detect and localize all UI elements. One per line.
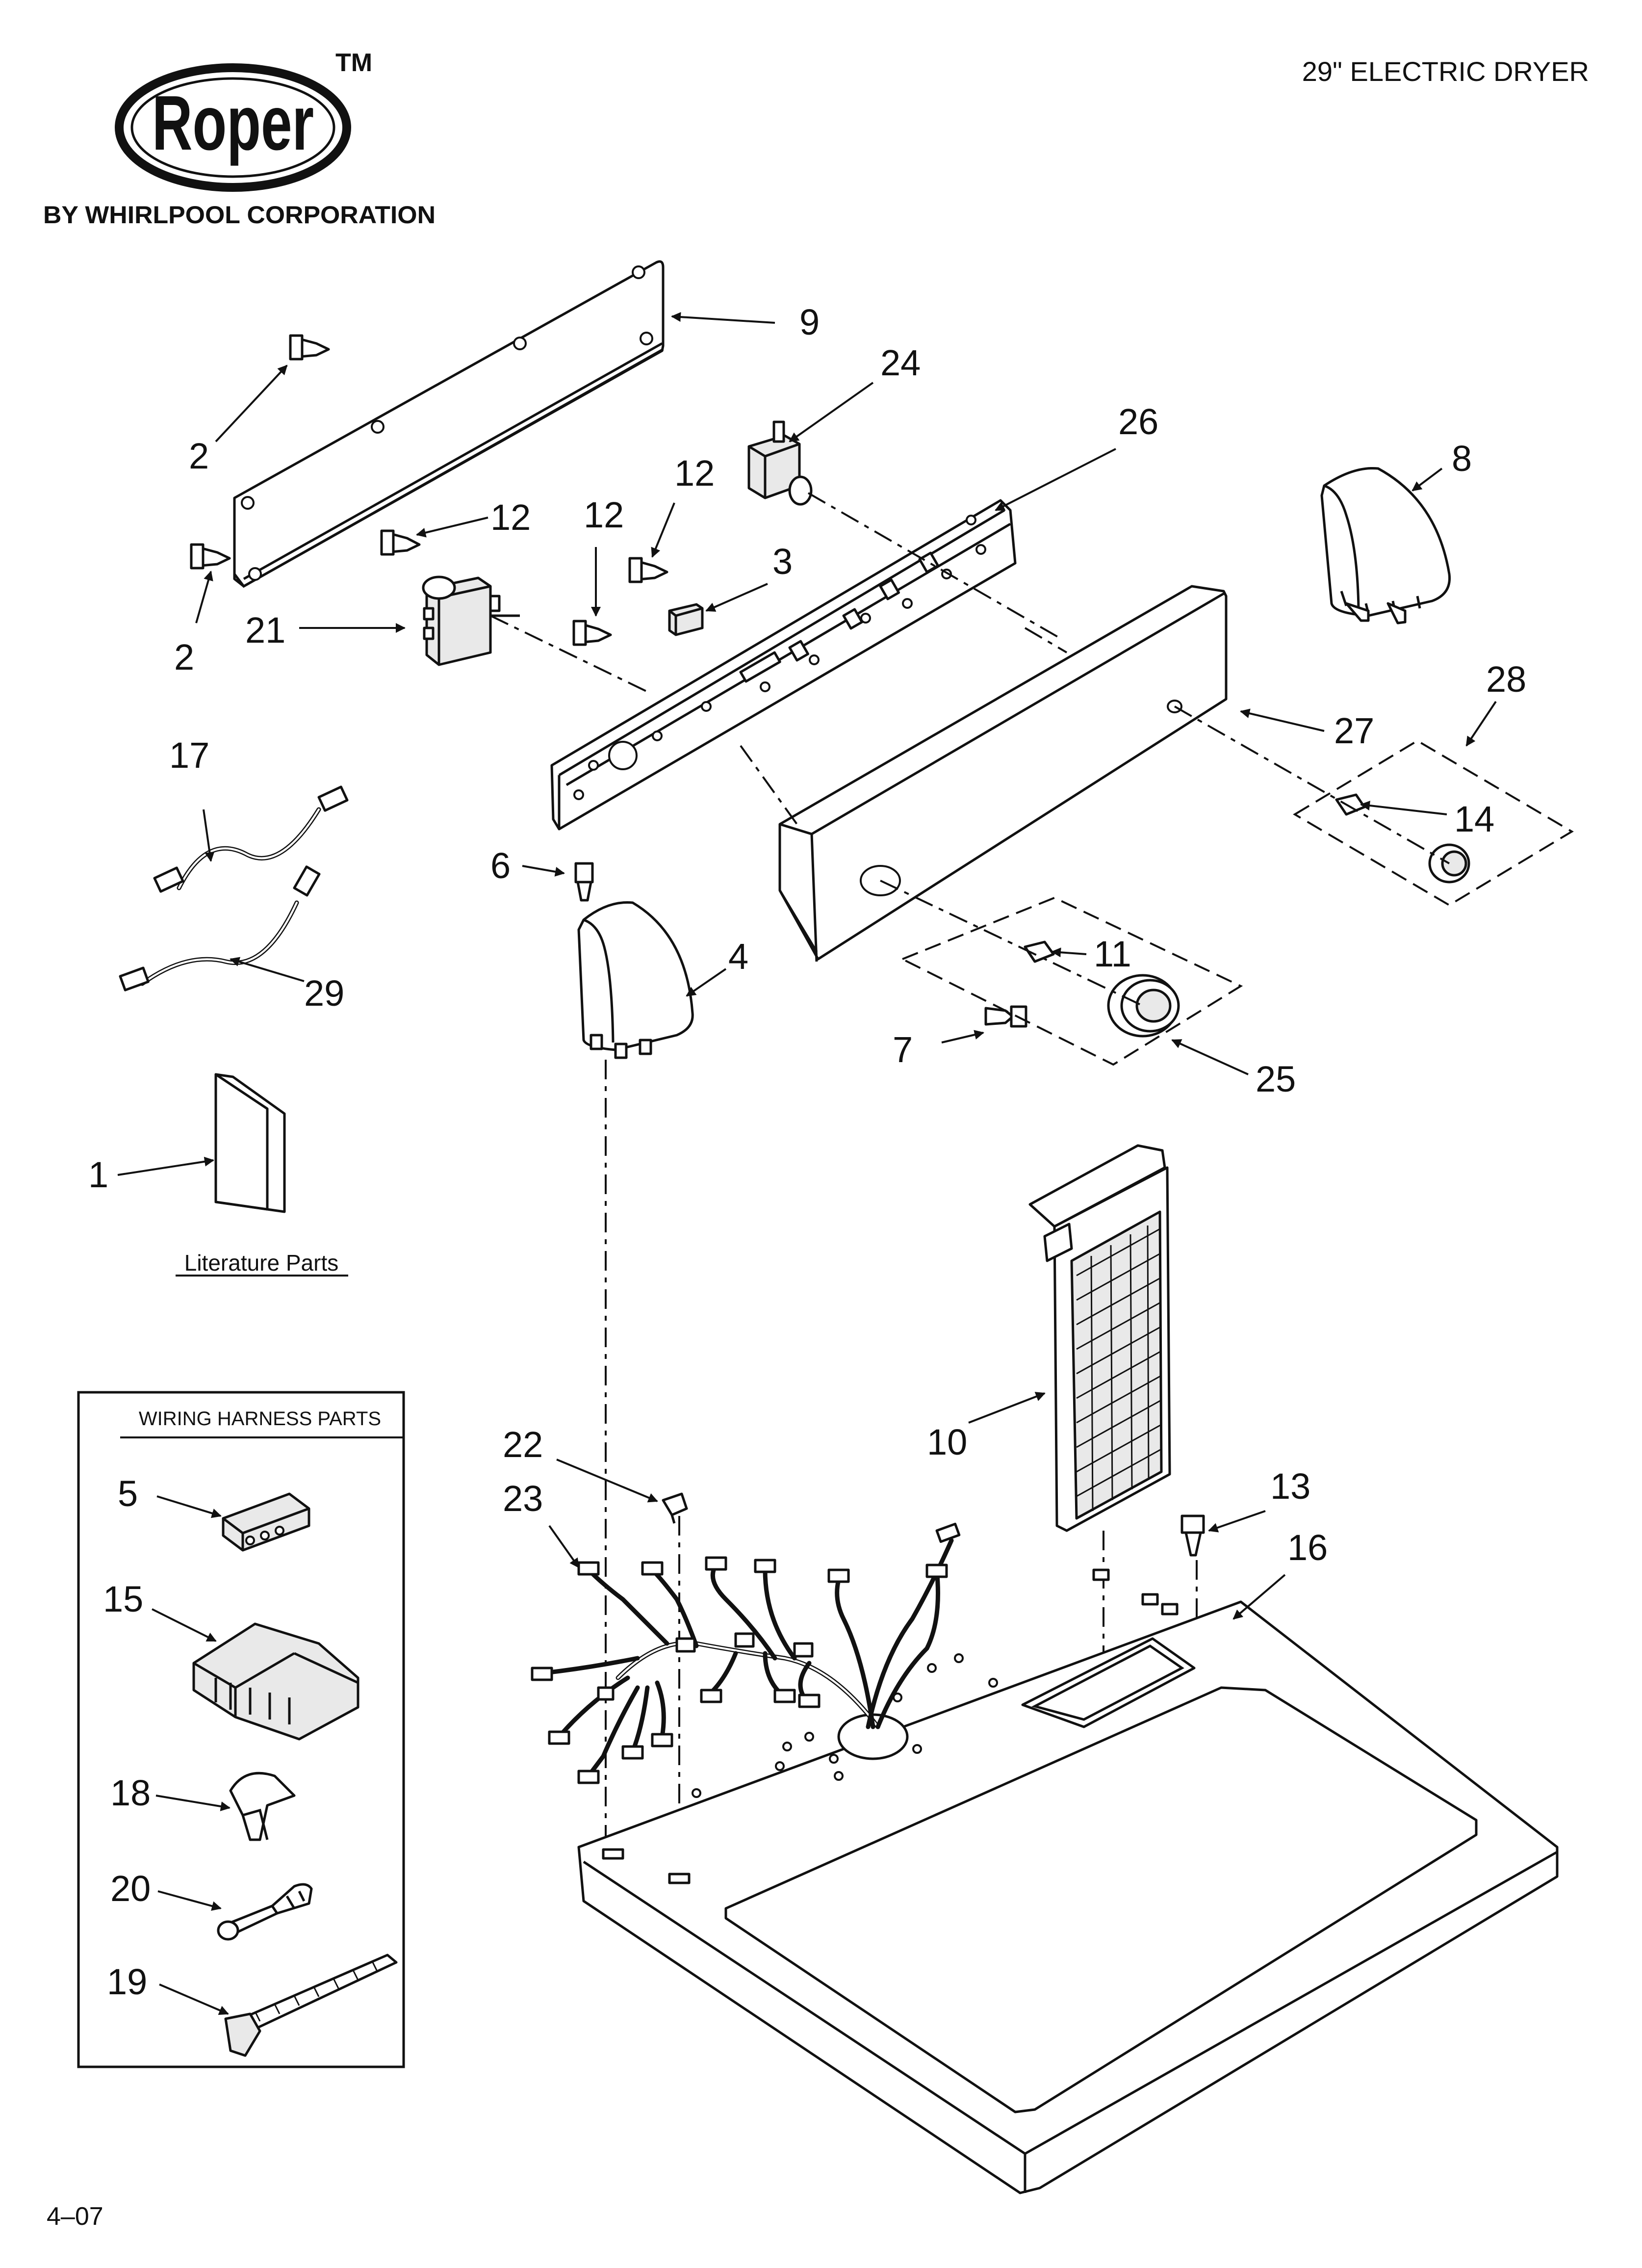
callout-26: 26 — [1118, 401, 1158, 442]
part-9-panel-plate — [233, 260, 665, 588]
callout-12-c: 12 — [674, 453, 715, 494]
model-title: 29" ELECTRIC DRYER — [1302, 56, 1589, 87]
callout-23: 23 — [503, 1478, 543, 1519]
callout-2-lower: 2 — [174, 637, 194, 678]
callout-1: 1 — [88, 1154, 108, 1195]
callout-9: 9 — [799, 302, 820, 342]
callout-10: 10 — [927, 1422, 967, 1462]
part-29-jumper-wire — [119, 865, 321, 991]
callout-24: 24 — [880, 342, 921, 383]
part-24-switch — [747, 420, 813, 506]
part-16-top-panel — [577, 1568, 1559, 2194]
part-10-lint-screen — [1028, 1144, 1171, 1532]
part-17-jumper-wire — [153, 785, 349, 893]
corporation-label: BY WHIRLPOOL CORPORATION — [43, 201, 436, 229]
trademark-mark: TM — [335, 49, 372, 77]
part-14-shaft-coupler — [1335, 793, 1366, 816]
callout-12-b: 12 — [584, 495, 624, 535]
callout-29: 29 — [304, 973, 344, 1014]
callout-8: 8 — [1452, 438, 1472, 479]
callout-2-upper: 2 — [189, 436, 209, 476]
callout-17: 17 — [169, 735, 209, 776]
part-1-literature-booklet — [214, 1073, 286, 1213]
callout-20: 20 — [110, 1868, 151, 1909]
callout-27: 27 — [1334, 710, 1374, 751]
part-2-screw-lower — [190, 543, 231, 570]
callout-16: 16 — [1287, 1527, 1328, 1568]
callout-19: 19 — [107, 1961, 147, 2002]
callout-25: 25 — [1256, 1059, 1296, 1099]
part-12-screw-b — [628, 557, 668, 583]
part-26-control-bracket — [550, 499, 1017, 831]
leader-lines — [117, 312, 1497, 2015]
revision-date: 4–07 — [47, 2202, 103, 2231]
callout-18: 18 — [110, 1773, 151, 1813]
part-28-group-box — [1293, 739, 1574, 907]
centerline-24 — [808, 492, 1060, 639]
callout-7: 7 — [893, 1029, 913, 1070]
part-23-main-harness — [531, 1522, 961, 1784]
callout-3: 3 — [772, 541, 793, 582]
part-22-clip — [662, 1492, 688, 1524]
wiring-harness-title: WIRING HARNESS PARTS — [139, 1408, 381, 1430]
part-25-group-box — [900, 896, 1243, 1066]
wiring-harness-box — [77, 1391, 405, 2068]
callout-labels: 9 2 2 12 12 12 3 24 26 8 21 28 27 14 17 … — [88, 302, 1526, 2002]
centerline-bracket — [740, 745, 798, 825]
callout-11: 11 — [1094, 934, 1131, 974]
callout-4: 4 — [728, 936, 748, 977]
part-7-screw — [984, 1005, 1027, 1028]
part-19-cable-tie — [224, 1954, 398, 2057]
literature-parts-label: Literature Parts — [184, 1250, 338, 1276]
part-3-switch — [668, 603, 704, 636]
callout-21: 21 — [245, 610, 285, 651]
centerline-knob-25 — [880, 880, 1143, 1007]
callout-6: 6 — [490, 845, 511, 886]
callout-5: 5 — [118, 1473, 138, 1514]
callout-13: 13 — [1270, 1466, 1310, 1507]
part-18-clip — [229, 1772, 296, 1841]
brand-wordmark: Roper — [152, 80, 314, 166]
centerline-21 — [490, 615, 648, 693]
part-13-screw — [1180, 1514, 1205, 1557]
part-15-connector-block — [192, 1622, 359, 1741]
callout-14: 14 — [1454, 799, 1494, 839]
callout-12-a: 12 — [490, 497, 531, 538]
part-4-end-cap — [577, 901, 694, 1059]
callout-15: 15 — [103, 1579, 143, 1619]
part-21-switch — [422, 575, 520, 666]
part-6-screw — [574, 862, 594, 902]
part-25-knob — [1107, 974, 1180, 1038]
part-8-end-cap — [1320, 467, 1451, 625]
part-5-connector — [222, 1492, 310, 1552]
centerline-knob-28 — [1174, 705, 1450, 864]
part-12-screw-c — [572, 620, 612, 646]
centerline-bracket-right — [1024, 627, 1068, 653]
part-20-terminal — [217, 1883, 313, 1941]
callout-22: 22 — [503, 1424, 543, 1465]
roper-logo: Roper TM — [115, 49, 372, 192]
part-12-screw-a — [380, 529, 421, 556]
part-2-screw-upper — [289, 334, 330, 361]
callout-28: 28 — [1486, 659, 1526, 700]
